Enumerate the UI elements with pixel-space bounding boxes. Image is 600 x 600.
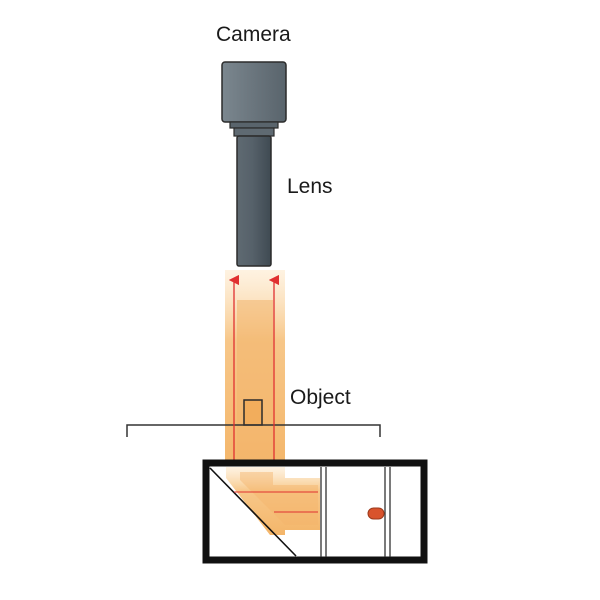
beam-splitter [209,467,297,557]
lens-flange [233,127,275,137]
object-block [243,399,263,426]
camera-body [221,61,287,123]
lens-label: Lens [287,175,333,198]
camera-mount [229,121,279,129]
object-stage [126,424,381,437]
light-beam-horizontal [226,467,320,535]
light-beam-core [237,300,273,470]
lens-barrel [236,135,272,267]
led-source [367,507,385,520]
object-label: Object [290,386,351,409]
camera-label: Camera [216,23,291,46]
